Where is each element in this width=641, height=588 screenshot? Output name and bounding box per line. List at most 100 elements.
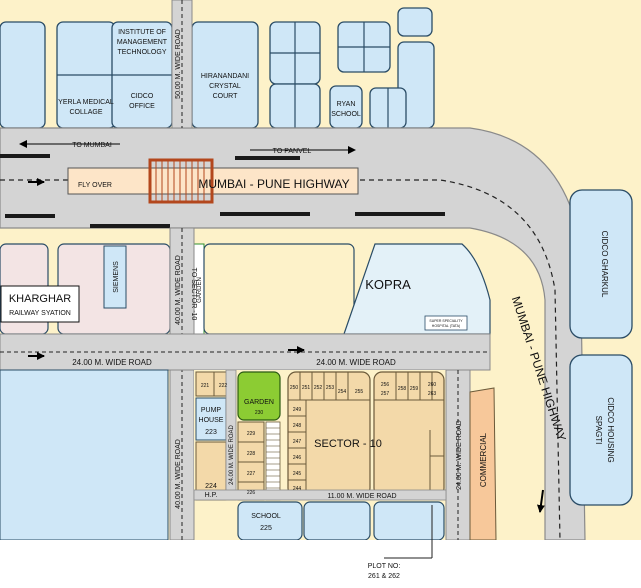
label-40m-road-top: 40.00 M. WIDE ROAD <box>175 255 182 325</box>
road-11m <box>193 489 447 501</box>
plot-number: 226 <box>247 490 256 496</box>
label-24m-road-left: 24.00 M. WIDE ROAD <box>72 358 152 367</box>
label-cidco-gharkul: CIDCO GHARKUL <box>600 231 609 298</box>
label-cidco-office-1: CIDCO <box>131 93 154 100</box>
plot-number: 249 <box>293 407 302 413</box>
southbound-arrow <box>536 489 545 513</box>
block-bottom-right <box>373 501 445 541</box>
label-railway-station: RAILWAY SYATION <box>9 310 71 317</box>
label-garden: GARDEN <box>244 399 274 406</box>
label-40m-road-bottom: 40.00 M. WIDE ROAD <box>175 439 182 509</box>
label-yerla-2: COLLAGE <box>69 109 102 116</box>
label-plot-numbers: 261 & 262 <box>368 573 400 580</box>
label-institute-1: INSTITUTE OF <box>118 29 166 36</box>
svg-text:KHARGHAR: KHARGHAR <box>9 293 71 305</box>
top-blocks <box>0 7 435 129</box>
label-hp-1: 224 <box>205 483 217 490</box>
plot-number: 251 <box>302 385 311 391</box>
plot-number: 258 <box>398 386 407 392</box>
label-sector: SECTOR - 10 <box>314 438 382 450</box>
plot-number: 227 <box>247 471 256 477</box>
block-kopra-land <box>203 243 355 335</box>
label-pump-house-1: PUMP <box>201 407 222 414</box>
block-kopra <box>343 243 491 335</box>
plot-number: 221 <box>201 383 210 389</box>
label-to-mumbai: TO MUMBAI <box>72 142 112 149</box>
plot-number: 260 <box>428 382 437 388</box>
block-school <box>237 501 303 541</box>
label-school-plot: 225 <box>260 525 272 532</box>
label-fly-over: FLY OVER <box>78 182 112 189</box>
label-ryan-2: SCHOOL <box>331 111 361 118</box>
plot-pump-house <box>195 397 227 441</box>
block-6 <box>397 7 433 37</box>
plot-number: 228 <box>247 451 256 457</box>
block-far-left <box>0 21 46 129</box>
plots-226-229 <box>237 421 265 501</box>
plot-number: 257 <box>381 391 390 397</box>
label-kopra: KOPRA <box>365 277 411 292</box>
label-commercial: COMMERCIAL <box>479 432 488 487</box>
label-50m-road: 50.00 M. WIDE ROAD <box>175 29 182 99</box>
plot-number: 259 <box>410 386 419 392</box>
plot-number: 250 <box>290 385 299 391</box>
label-24m-road-right: 24.00 M. WIDE ROAD <box>316 358 396 367</box>
plot-number: 253 <box>326 385 335 391</box>
svg-text:PLOT NO:261 & 262: PLOT NO: 261 & 262 <box>368 563 401 580</box>
label-institute-3: TECHNOLOGY <box>117 49 166 56</box>
label-highway-main: MUMBAI - PUNE HIGHWAY <box>198 177 349 191</box>
label-11m-road: 11.00 M. WIDE ROAD <box>327 493 396 500</box>
plot-number: 254 <box>338 389 347 395</box>
plot-number: 263 <box>428 391 437 397</box>
label-hiranandani-2: CRYSTAL <box>209 83 241 90</box>
highway-centre-line <box>0 179 561 541</box>
plot-number: 252 <box>314 385 323 391</box>
block-hospital <box>424 315 468 331</box>
label-hp-2: H.P. <box>205 492 218 499</box>
label-hospital-1: SUPER SPECIALITY <box>429 319 463 323</box>
label-garden-plot: 230 <box>255 410 264 416</box>
plot-number: 244 <box>293 486 302 492</box>
block-spagti <box>569 354 633 506</box>
kharghar-box <box>0 285 80 323</box>
label-spagti-1: SPAGTI <box>594 416 603 445</box>
label-yerla-1: YERLA MEDICAL <box>58 99 114 106</box>
label-cidco-office-2: OFFICE <box>129 103 155 110</box>
plot-garden <box>237 371 281 421</box>
label-hiranandani-3: COURT <box>213 93 238 100</box>
svg-text:RAILWAY SYATION: RAILWAY SYATION <box>9 310 71 317</box>
label-to-sector: TO SECTOR -10 <box>190 268 197 321</box>
block-lower-left <box>0 369 169 541</box>
plot-number: 246 <box>293 455 302 461</box>
plot-number: 247 <box>293 439 302 445</box>
label-school: SCHOOL <box>251 513 281 520</box>
flyover-bridge-ticks <box>155 160 205 202</box>
label-plot-no: PLOT NO: <box>368 563 401 570</box>
flyover-bridge <box>148 158 214 204</box>
label-garden-strip: GARDEN <box>197 277 203 303</box>
label-institute-2: MANAGEMENT <box>117 39 168 46</box>
block-cidco-gharkul <box>569 189 633 339</box>
label-hiranandani-1: HIRANANDANI <box>201 73 249 80</box>
plot-number: 222 <box>219 383 228 389</box>
label-hospital-2: HOSPITAL (TATA) <box>432 324 460 328</box>
plot-number: 255 <box>355 389 364 395</box>
label-pump-house-2: HOUSE <box>199 417 224 424</box>
plot-number: 256 <box>381 382 390 388</box>
label-siemens: SIEMENS <box>113 261 120 293</box>
block-bottom-mid <box>303 501 371 541</box>
label-ryan-1: RYAN <box>337 101 356 108</box>
footer-blank <box>0 540 641 588</box>
plot-number: 229 <box>247 431 256 437</box>
label-24m-road-east: 24.00 M. WIDE ROAD <box>456 420 463 490</box>
